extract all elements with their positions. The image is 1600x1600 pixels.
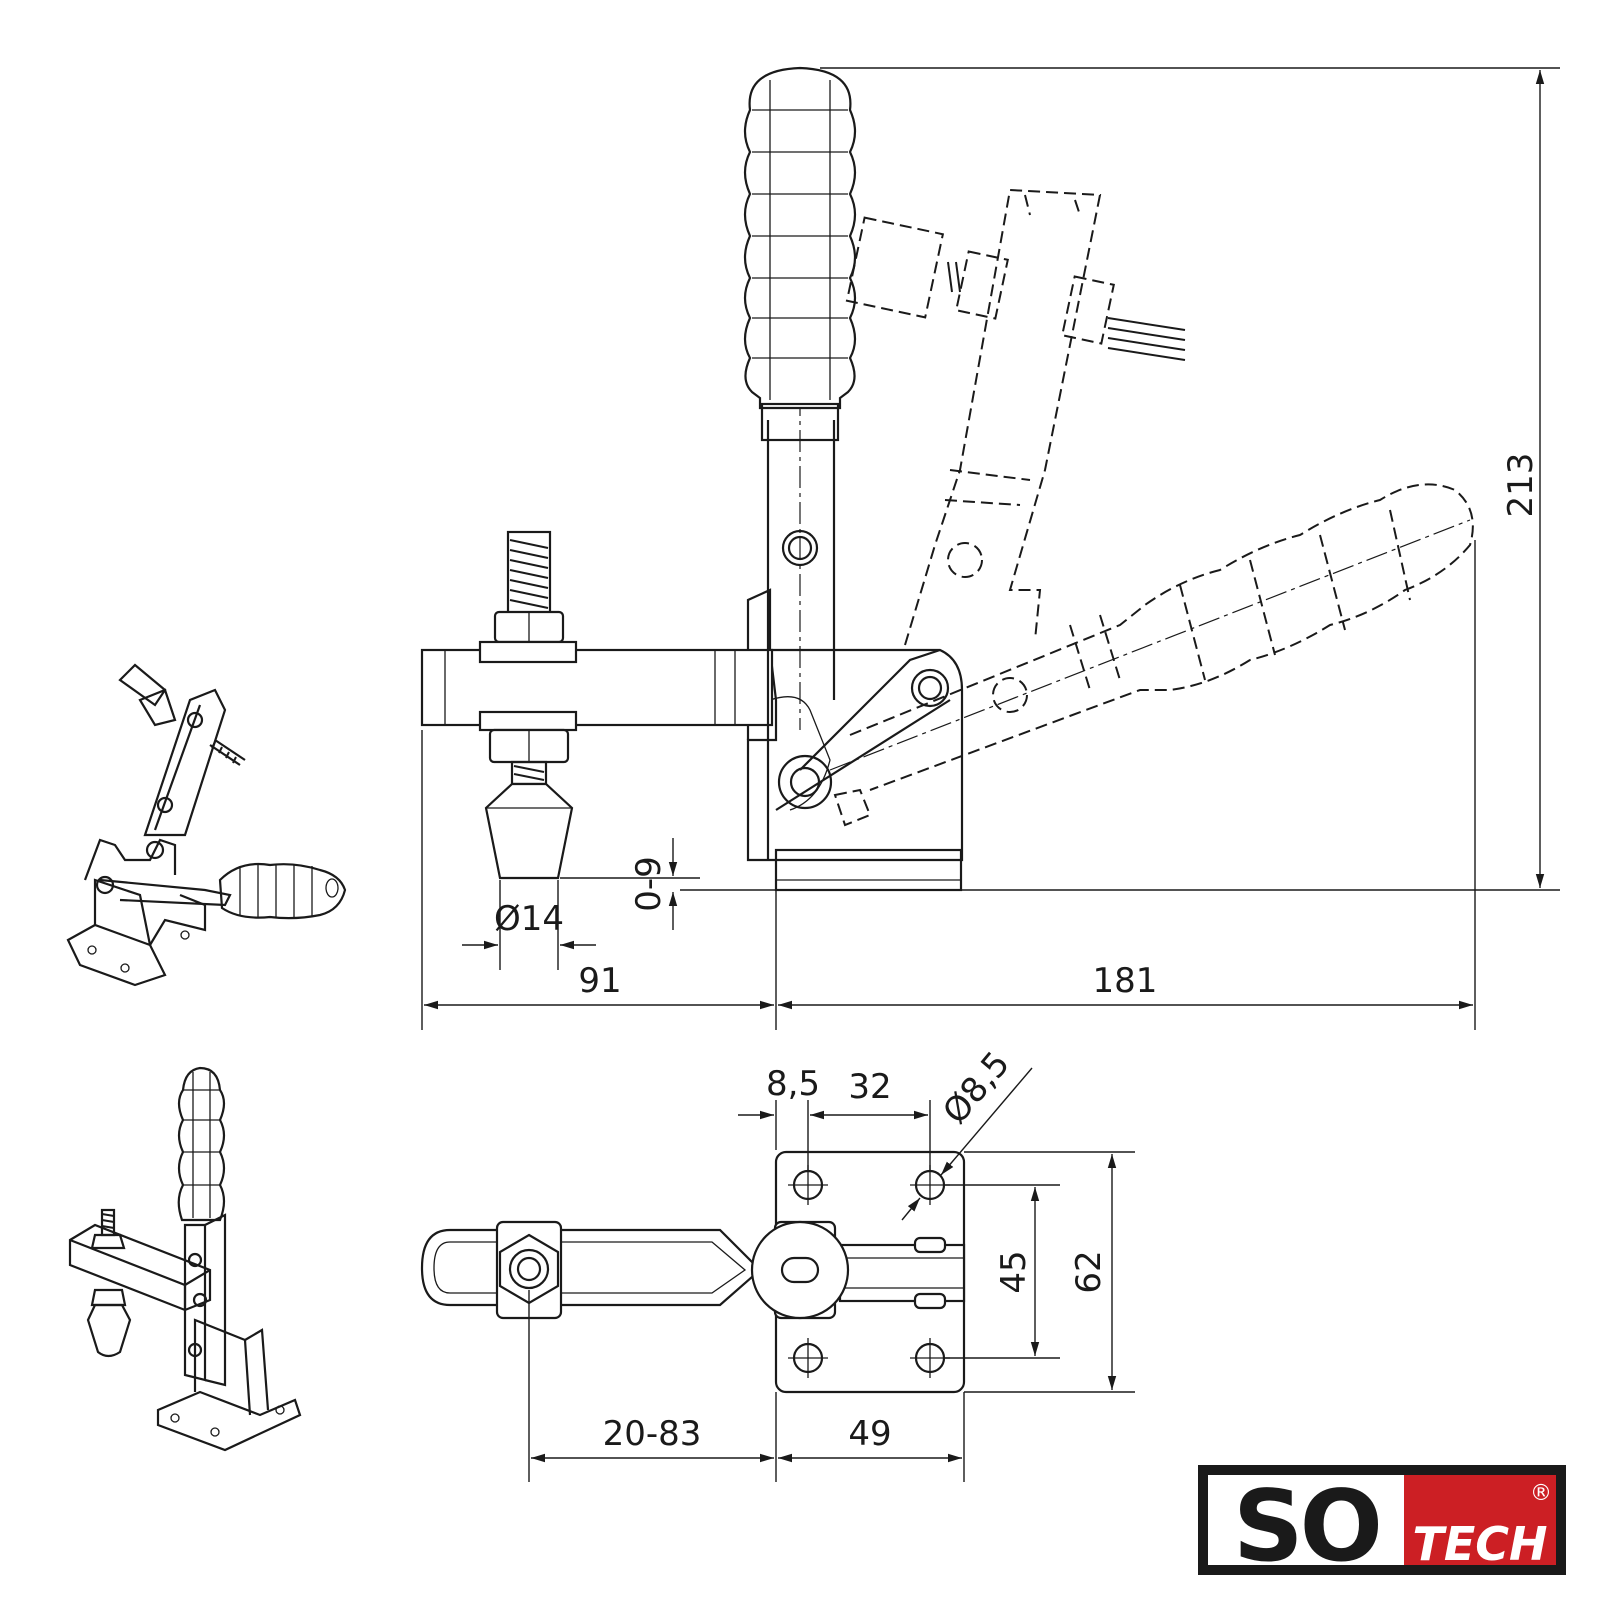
dim-clamp-range: 0-9 <box>629 856 669 912</box>
dim-hole-spacing-y: 45 <box>994 1250 1034 1293</box>
rubber-tip <box>484 782 574 880</box>
dim-overall-length: 181 <box>1093 961 1158 1001</box>
dim-hole-diameter: Ø8,5 <box>935 1044 1018 1132</box>
bottom-washer <box>478 710 578 732</box>
dim-spindle-diameter: Ø14 <box>494 899 564 939</box>
sotech-logo: SO TECH ® <box>1198 1465 1566 1584</box>
dim-hole-offset: 8,5 <box>766 1064 820 1104</box>
dim-spindle-adjust: 20-83 <box>603 1414 702 1454</box>
iso-grip-closed <box>177 1066 226 1222</box>
side-view-dimensions: 213 0-9 Ø14 91 181 <box>421 67 1560 1030</box>
handle-bar <box>766 420 836 860</box>
iso-cone-tip <box>86 1303 132 1358</box>
top-view <box>420 1150 966 1394</box>
spindle-thread-bottom <box>510 760 548 786</box>
dim-base-width: 62 <box>1069 1250 1109 1293</box>
pivot-top <box>750 1220 850 1320</box>
handle-pivot-upper <box>781 529 819 567</box>
arm-top <box>420 1228 762 1307</box>
logo-main: SO <box>1233 1470 1379 1584</box>
clamp-body <box>746 648 964 862</box>
link-pivot <box>910 668 950 708</box>
handle-grip <box>743 66 857 410</box>
dim-base-length: 49 <box>848 1414 891 1454</box>
dim-hole-spacing-x: 32 <box>848 1067 891 1107</box>
dim-height-213: 213 <box>1501 453 1541 518</box>
ghost-rubber-tip <box>845 216 945 319</box>
clamp-arm <box>420 648 774 727</box>
logo-sub: TECH <box>1412 1517 1547 1571</box>
handle-collar <box>760 402 840 442</box>
iso-view-open <box>66 663 347 987</box>
handle-top <box>838 1243 966 1303</box>
iso-grip <box>218 862 347 920</box>
iso-view-closed <box>68 1066 302 1452</box>
open-position-ghost <box>829 188 1474 827</box>
top-washer <box>478 640 578 664</box>
main-pivot-outer <box>777 754 833 810</box>
dim-arm-length: 91 <box>578 961 621 1001</box>
side-view <box>420 66 1474 892</box>
base-foot <box>774 848 963 892</box>
logo-registered-mark: ® <box>1530 1481 1552 1506</box>
